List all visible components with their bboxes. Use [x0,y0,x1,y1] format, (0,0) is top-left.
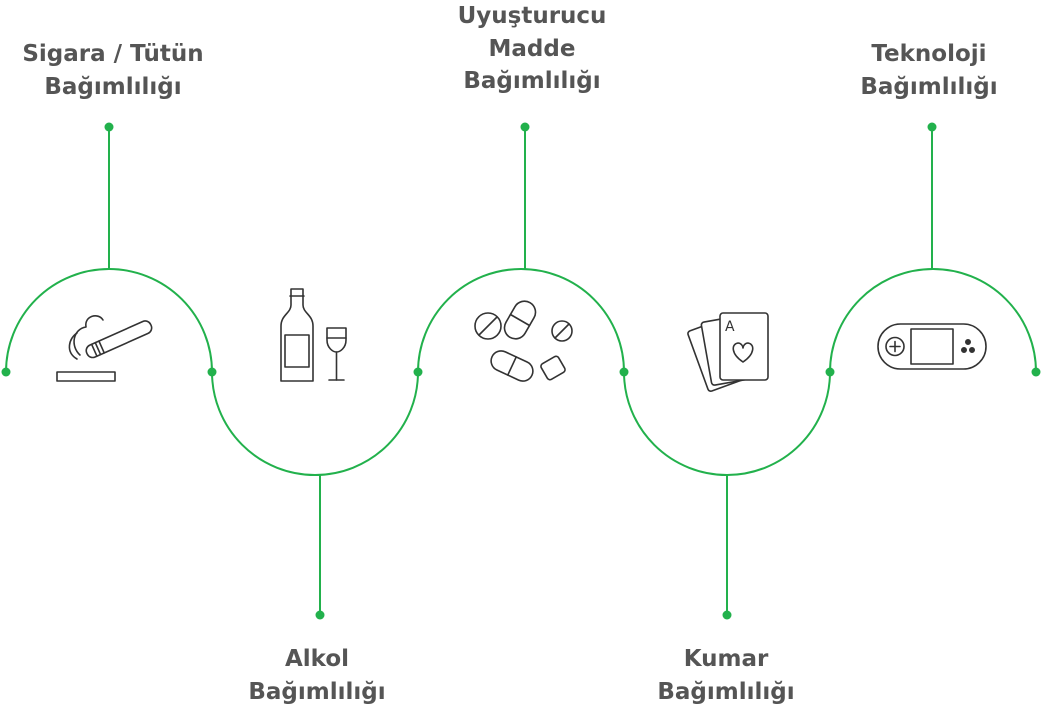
label-line: Madde [488,35,576,62]
wave-node-dot [207,367,217,377]
label-line: Teknoloji [871,41,987,67]
label-kumar: Kumar Bağımlılığı [657,643,794,708]
label-sigara-tutun: Sigara / Tütün Bağımlılığı [22,38,203,103]
smoking-icon [56,315,153,382]
pills-icon [474,300,573,382]
cards-icon: A [687,312,769,392]
connector-end-dot [927,122,937,132]
wave-node-dot [1,367,11,377]
alcohol-icon [280,288,347,382]
connector-end-dot [104,122,114,132]
connector-end-dot [722,610,732,620]
wave-node-dot [619,367,629,377]
label-teknoloji: Teknoloji Bağımlılığı [860,38,997,103]
label-line: Bağımlılığı [248,678,386,705]
connector-end-dot [315,610,325,620]
label-alkol: Alkol Bağımlılığı [248,643,385,708]
label-line: Bağımlılığı [657,678,795,705]
label-line: Uyuşturucu [457,3,607,29]
label-line: Bağımlılığı [860,73,998,100]
label-line: Bağımlılığı [44,73,182,100]
label-uyusturucu-madde: Uyuşturucu Madde Bağımlılığı [458,0,607,98]
wave-node-dot [413,367,423,377]
label-line: Kumar [683,646,769,672]
connector-end-dot [520,122,530,132]
gamepad-icon [877,323,987,370]
svg-text:A: A [725,319,735,335]
wave-node-dot [1031,367,1041,377]
label-line: Sigara / Tütün [22,41,204,67]
label-line: Bağımlılığı [463,68,601,95]
wave-node-dot [825,367,835,377]
label-line: Alkol [284,646,350,672]
wave-line [5,268,1037,476]
